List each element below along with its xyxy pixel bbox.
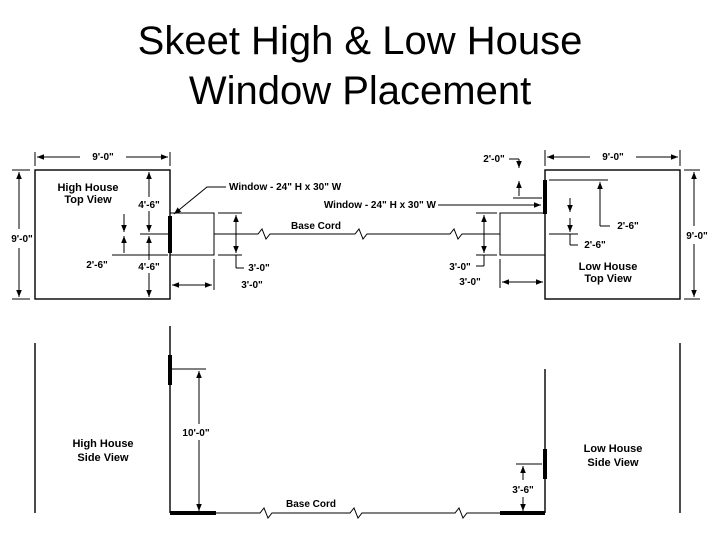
title-line-2: Window Placement [188, 69, 532, 113]
high-window-leader [173, 186, 226, 215]
low-width-dim: 9'-0" [602, 152, 624, 163]
high-house-top-label-1: High House [57, 182, 118, 194]
high-station-box [170, 212, 215, 256]
low-house-side-label-2: Side View [587, 457, 639, 469]
side-base-cord-label: Base Cord [286, 499, 336, 510]
top-base-cord-label: Base Cord [291, 221, 341, 232]
low-top-offset-dim: 2'-0" [483, 154, 505, 165]
high-side-height-dim: 10'-0" [182, 428, 209, 439]
low-house-top-label-2: Top View [584, 273, 632, 285]
high-box-width-dim: 3'-0" [241, 280, 263, 291]
low-window-offset-1-dim: 2'-6" [617, 221, 639, 232]
page-title: Skeet High & Low House Window Placement [0, 16, 720, 116]
high-house-side-label-2: Side View [77, 452, 129, 464]
low-house-top-label-1: Low House [579, 261, 638, 273]
side-view: High House Side View 10'-0" Base Cord Lo… [34, 326, 681, 519]
low-station-box [499, 212, 545, 256]
title-line-1: Skeet High & Low House [137, 19, 583, 63]
low-depth-dim: 9'-0" [686, 231, 708, 242]
low-window-note: Window - 24" H x 30" W [324, 200, 437, 211]
high-house-top-label-2: Top View [64, 194, 112, 206]
top-base-cord [214, 228, 500, 240]
low-box-height-dim: 3'-0" [449, 262, 471, 273]
high-width-dim: 9'-0" [92, 152, 114, 163]
high-depth-dim: 9'-0" [11, 234, 33, 245]
low-window-offset-2-dim: 2'-6" [584, 240, 606, 251]
high-lower-dim: 4'-6" [138, 262, 160, 273]
low-house-top-box [544, 169, 681, 300]
top-view: High House Top View 9'-0" 9'-0" 4'-6" 4'… [11, 150, 708, 300]
high-house-side-label-1: High House [72, 438, 133, 450]
high-box-height-dim: 3'-0" [248, 263, 270, 274]
high-window-note: Window - 24" H x 30" W [229, 182, 342, 193]
low-house-side-label-1: Low House [584, 443, 643, 455]
high-window-offset-dim: 2'-6" [86, 260, 108, 271]
side-base-cord [216, 507, 500, 519]
low-side-height-dim: 3'-6" [512, 485, 534, 496]
high-upper-dim: 4'-6" [138, 200, 160, 211]
low-box-width-dim: 3'-0" [459, 277, 481, 288]
